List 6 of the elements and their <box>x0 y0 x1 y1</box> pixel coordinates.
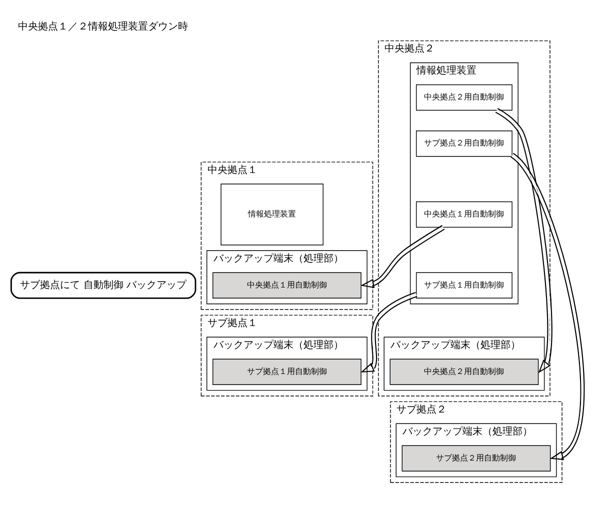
diagram-title: 中央拠点１／２情報処理装置ダウン時 <box>18 21 188 32</box>
arrow <box>360 292 418 372</box>
arrow <box>360 224 445 288</box>
arrow <box>510 152 584 460</box>
node-box: サブ拠点にて 自動制御 バックアップ <box>10 271 196 298</box>
arrow <box>495 107 552 373</box>
